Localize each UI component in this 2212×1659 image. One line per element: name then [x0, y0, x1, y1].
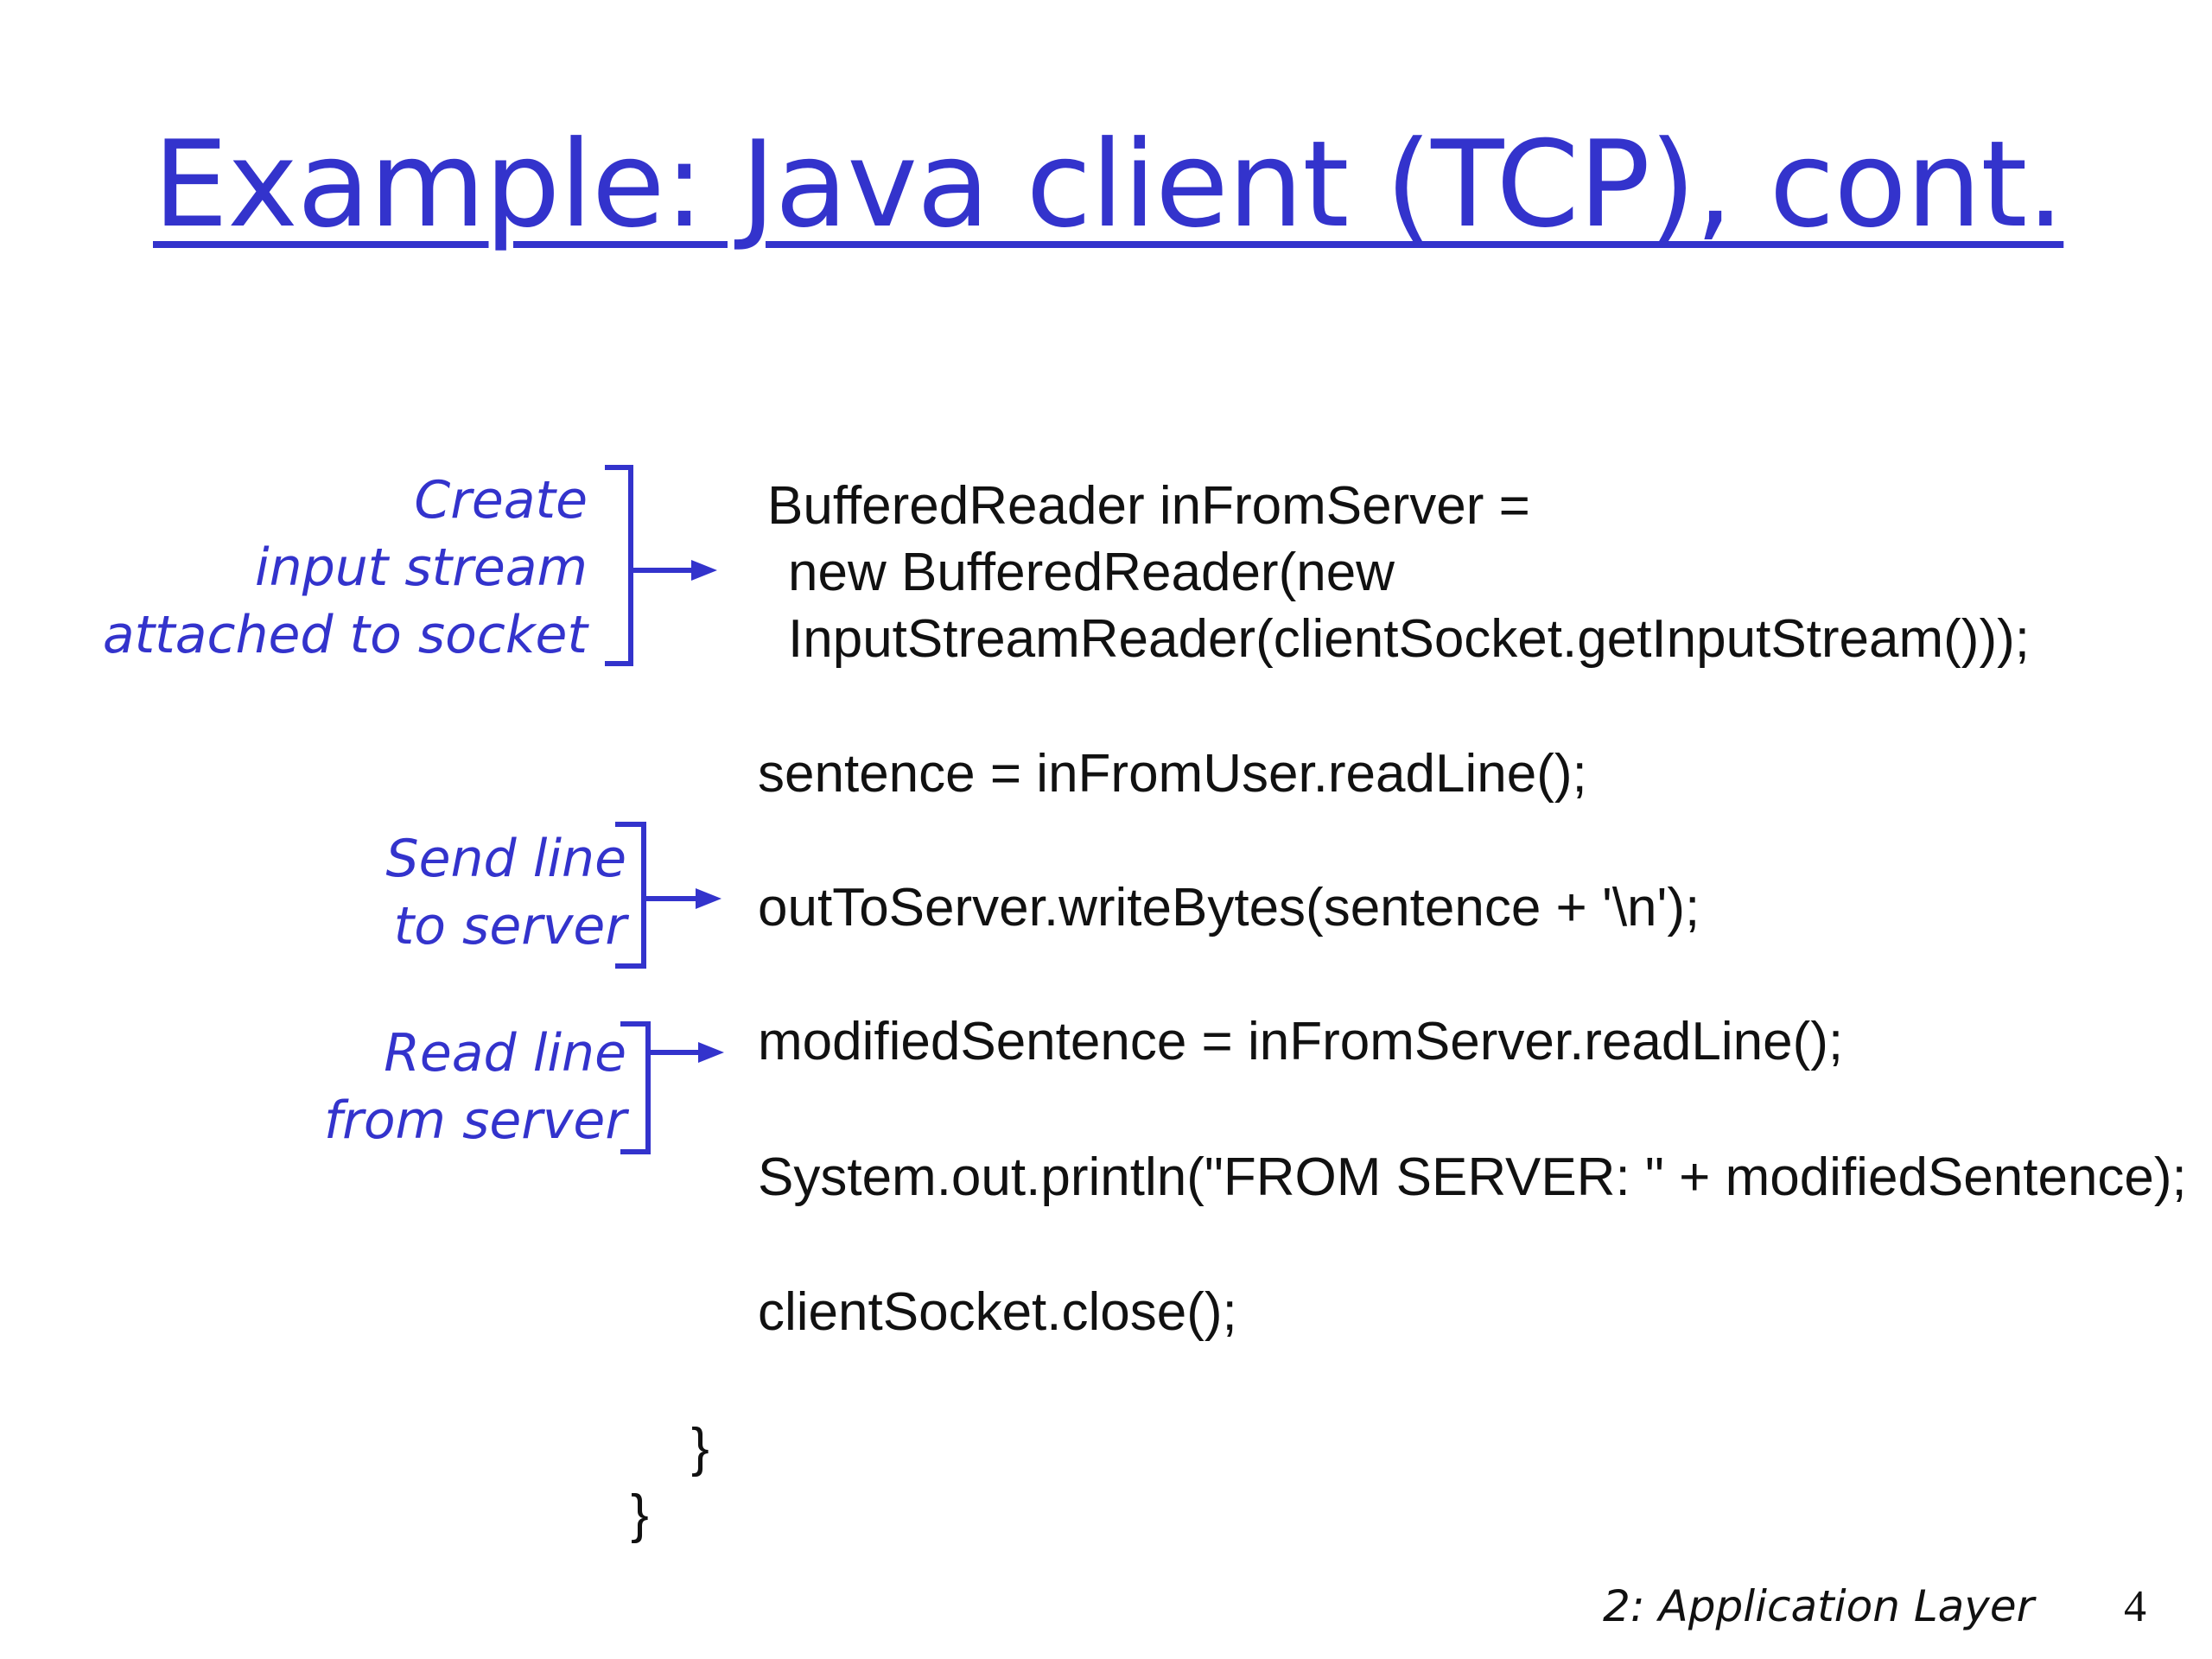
code-line: modifiedSentence = inFromServer.readLine… [758, 1012, 1844, 1071]
page-number: 4 [2124, 1582, 2146, 1631]
footer-chapter-label: 2: Application Layer [1603, 1581, 2035, 1631]
annotation-read-line: Read line from server [324, 1020, 626, 1154]
code-line: InputStreamReader(clientSocket.getInputS… [788, 609, 2030, 669]
arrow-right-icon [698, 1042, 724, 1063]
slide-title: Example: Java client (TCP), cont. [153, 115, 2064, 254]
code-line: outToServer.writeBytes(sentence + '\n'); [758, 878, 1700, 938]
closing-brace: } [631, 1484, 649, 1544]
annotation-create-input-stream: Create input stream attached to socket [103, 467, 588, 669]
code-line: System.out.println("FROM SERVER: " + mod… [758, 1147, 2187, 1207]
annotation-line: input stream [255, 537, 588, 598]
arrow-right-icon [691, 560, 717, 581]
annotation-line: Send line [385, 829, 626, 889]
annotation-line: attached to socket [102, 605, 588, 665]
code-line: new BufferedReader(new [788, 543, 1395, 602]
code-line: clientSocket.close(); [758, 1282, 1237, 1342]
code-line: BufferedReader inFromServer = [767, 476, 1530, 536]
bracket-2 [615, 822, 721, 969]
annotation-line: Create [414, 470, 588, 531]
annotation-line: from server [324, 1090, 626, 1151]
code-line: sentence = inFromUser.readLine(); [758, 744, 1587, 804]
annotation-line: Read line [384, 1023, 626, 1084]
annotation-send-line: Send line to server [386, 825, 626, 960]
annotation-line: to server [393, 896, 626, 957]
closing-brace: } [691, 1418, 709, 1478]
bracket-1 [605, 465, 717, 666]
bracket-3 [620, 1021, 724, 1154]
arrow-right-icon [696, 888, 721, 909]
